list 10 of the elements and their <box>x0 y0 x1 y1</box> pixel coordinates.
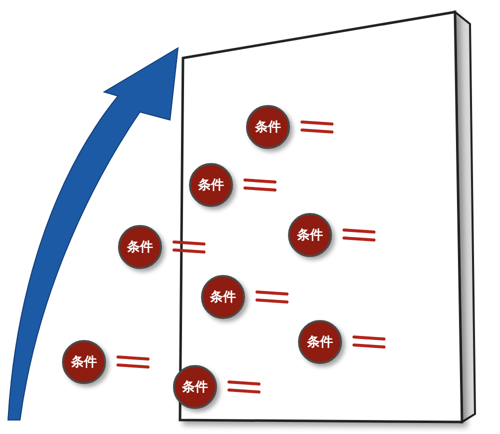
circle-label: 条件 <box>255 120 281 134</box>
condition-circle <box>118 225 162 269</box>
circle-label: 条件 <box>210 290 236 304</box>
circle-label: 条件 <box>307 336 333 348</box>
condition-circle <box>62 340 106 384</box>
circle-label: 条件 <box>127 240 153 254</box>
circle-label: 条件 <box>182 380 208 394</box>
circle-label: 条件 <box>71 356 97 368</box>
circle-label: 条件 <box>297 228 323 242</box>
circle-label: 条件 <box>198 178 224 192</box>
